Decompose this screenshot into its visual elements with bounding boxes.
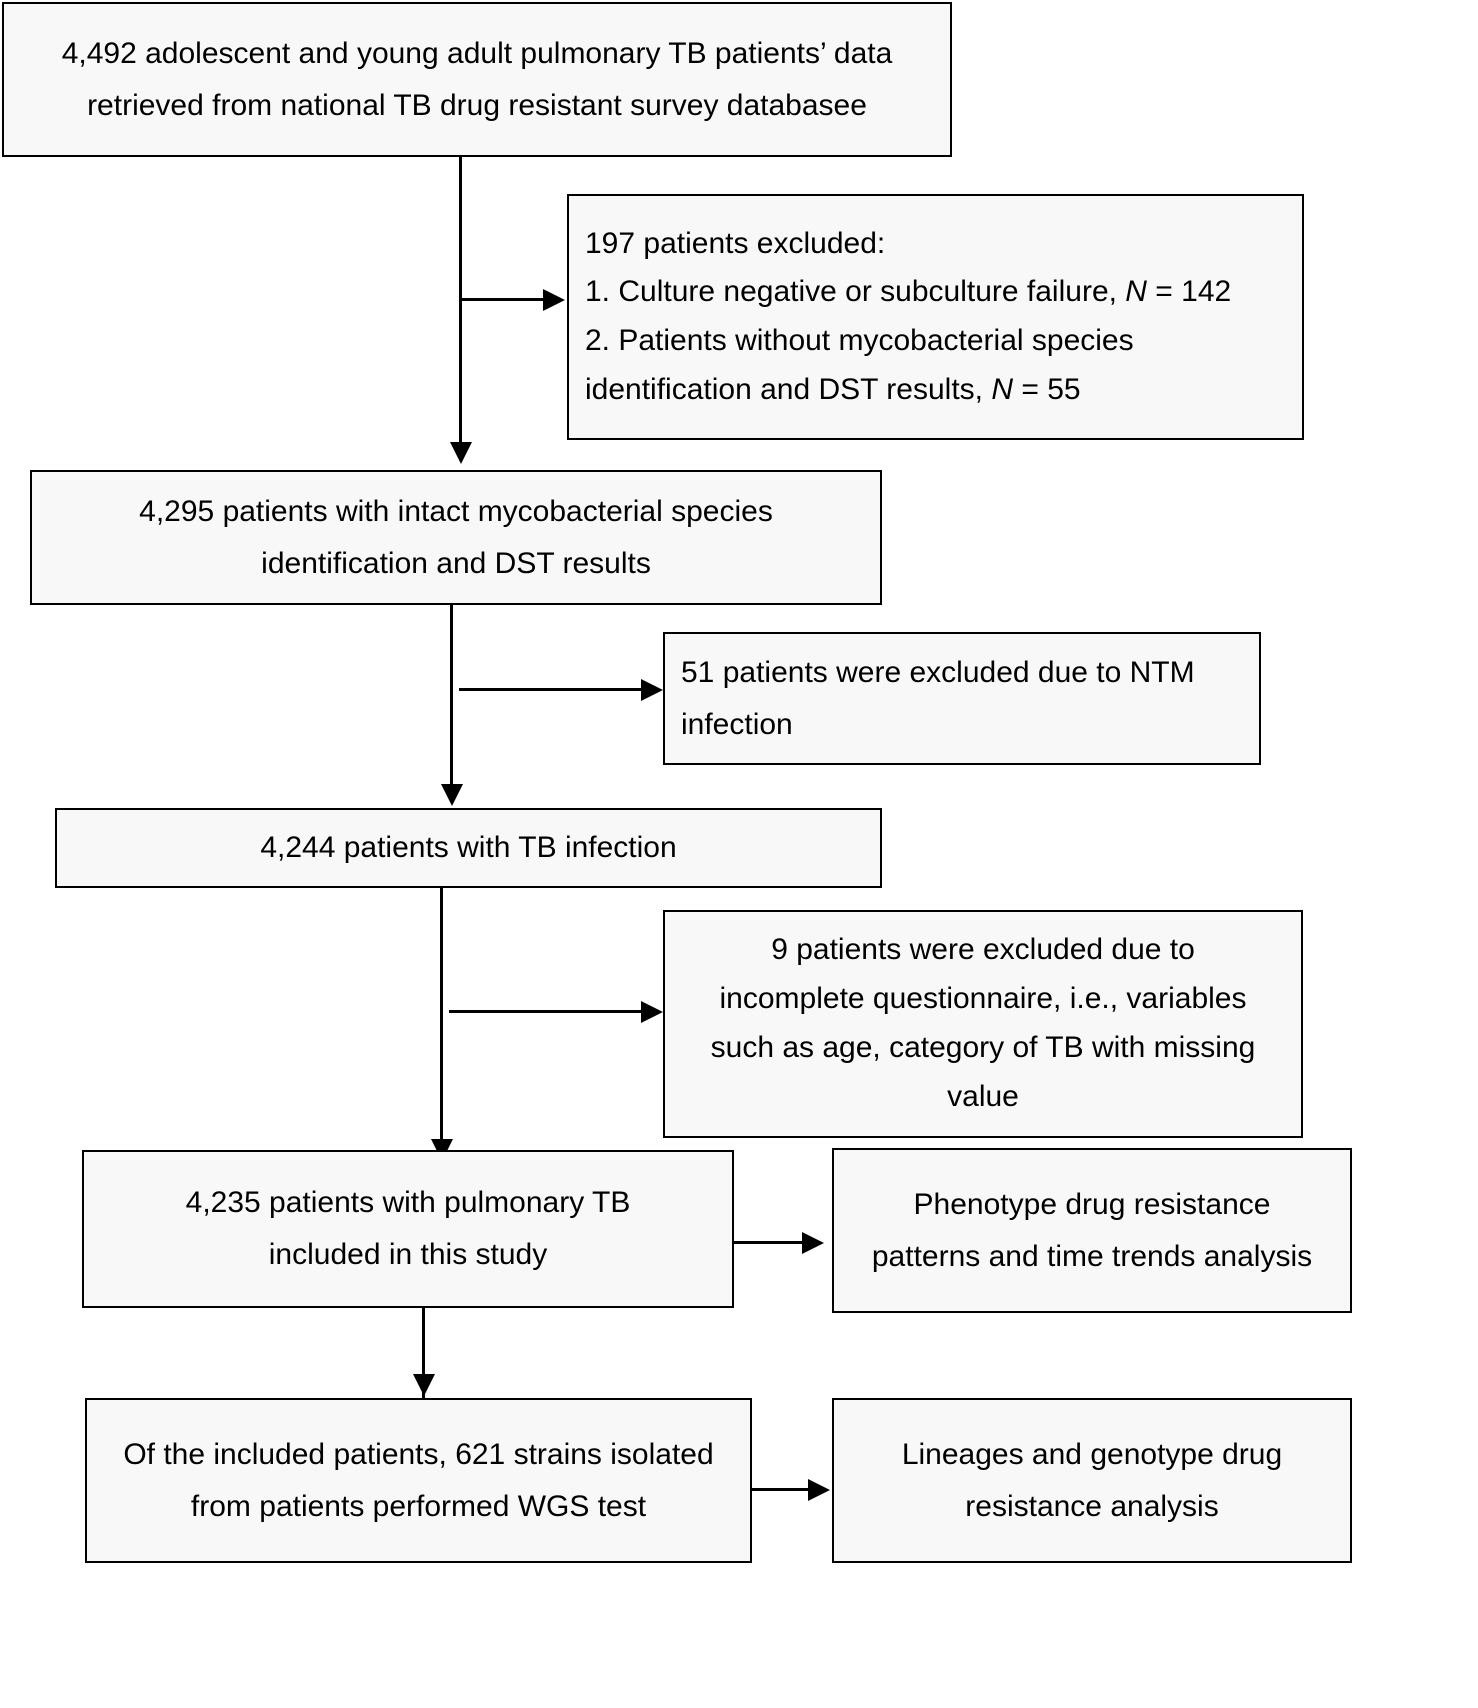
node-source-cohort-line-2: retrieved from national TB drug resistan… [87,88,867,122]
connector-to-excluded-197 [459,298,547,301]
node-phenotype-analysis-line-1: Phenotype drug resistance [913,1187,1271,1221]
node-intact-4295-line-2: identification and DST results [261,546,651,580]
node-tb-infection-4244-text: 4,244 patients with TB infection [73,822,864,874]
node-excluded-ntm: 51 patients were excluded due to NTM inf… [663,632,1261,765]
node-excluded-197-text: 197 patients excluded: 1. Culture negati… [585,220,1286,414]
connector-to-excluded-questionnaire [449,1010,645,1013]
connector-source-to-intact [459,157,462,453]
node-excluded-197-line-4-post: = 55 [1013,372,1081,406]
node-lineage-analysis-line-2: resistance analysis [965,1489,1219,1523]
node-intact-4295-line-1: 4,295 patients with intact mycobacterial… [139,494,773,528]
node-lineage-analysis-text: Lineages and genotype drug resistance an… [850,1429,1334,1532]
node-tb-infection-4244: 4,244 patients with TB infection [55,808,882,888]
node-excluded-197-line-1: 197 patients excluded: [585,226,886,260]
node-included-4235-line-1: 4,235 patients with pulmonary TB [185,1186,631,1220]
node-wgs-621: Of the included patients, 621 strains is… [85,1398,752,1563]
node-excluded-197-line-2: 1. Culture negative or subculture failur… [585,268,1286,317]
arrowhead-source-to-intact [450,442,472,464]
connector-to-excluded-ntm [459,688,645,691]
node-wgs-621-text: Of the included patients, 621 strains is… [103,1429,734,1532]
node-phenotype-analysis: Phenotype drug resistance patterns and t… [832,1148,1352,1313]
node-excluded-197-line-2-pre: 1. Culture negative or subculture failur… [585,275,1126,309]
node-excluded-ntm-line-2: infection [681,707,793,741]
connector-included-to-wgs [422,1308,425,1398]
node-lineage-analysis: Lineages and genotype drug resistance an… [832,1398,1352,1563]
arrowhead-to-excluded-ntm [641,679,663,701]
connector-to-lineage-analysis [752,1488,812,1491]
node-excluded-ntm-line-1: 51 patients were excluded due to NTM [681,655,1195,689]
node-excluded-197-line-3: 2. Patients without mycobacterial specie… [585,324,1134,357]
connector-to-phenotype-analysis [734,1241,806,1244]
node-excluded-questionnaire-line-3: such as age, category of TB with missing [710,1031,1256,1064]
node-excluded-questionnaire-text: 9 patients were excluded due to incomple… [681,926,1285,1122]
node-included-4235-line-2: included in this study [268,1238,548,1271]
node-lineage-analysis-line-1: Lineages and genotype drug [901,1437,1283,1471]
node-excluded-questionnaire-line-1: 9 patients were excluded due to [771,933,1195,967]
node-included-4235: 4,235 patients with pulmonary TB include… [82,1150,734,1308]
arrowhead-included-to-wgs [413,1374,435,1396]
node-excluded-197-line-2-post: = 142 [1146,275,1232,309]
node-source-cohort-line-1: 4,492 adolescent and young adult pulmona… [61,36,893,70]
connector-intact-to-tb [450,605,453,795]
node-excluded-197-line-2-var: N [1125,275,1147,309]
node-excluded-197-line-4-var: N [991,372,1013,406]
node-excluded-questionnaire-line-4: value [947,1079,1019,1113]
node-phenotype-analysis-text: Phenotype drug resistance patterns and t… [850,1179,1334,1282]
node-wgs-621-line-1: Of the included patients, 621 strains is… [123,1437,714,1471]
node-intact-4295-text: 4,295 patients with intact mycobacterial… [48,486,864,589]
node-excluded-197-line-4-pre: identification and DST results, [585,372,992,406]
arrowhead-to-phenotype-analysis [802,1232,824,1254]
node-excluded-ntm-text: 51 patients were excluded due to NTM inf… [681,647,1243,750]
node-excluded-questionnaire-line-2: incomplete questionnaire, i.e., variable… [719,982,1247,1016]
node-wgs-621-line-2: from patients performed WGS test [190,1489,647,1523]
node-excluded-questionnaire: 9 patients were excluded due to incomple… [663,910,1303,1138]
node-phenotype-analysis-line-2: patterns and time trends analysis [871,1239,1313,1273]
node-intact-4295: 4,295 patients with intact mycobacterial… [30,470,882,605]
node-tb-infection-4244-line-1: 4,244 patients with TB infection [260,831,677,865]
arrowhead-to-excluded-197 [543,289,565,311]
arrowhead-to-excluded-questionnaire [641,1001,663,1023]
node-excluded-197: 197 patients excluded: 1. Culture negati… [567,194,1304,440]
arrowhead-to-lineage-analysis [808,1479,830,1501]
node-excluded-197-line-4: identification and DST results, N = 55 [585,366,1286,415]
node-source-cohort-text: 4,492 adolescent and young adult pulmona… [20,28,934,131]
node-source-cohort: 4,492 adolescent and young adult pulmona… [2,2,952,157]
connector-tb-to-included [440,888,443,1150]
node-included-4235-text: 4,235 patients with pulmonary TB include… [100,1177,716,1280]
arrowhead-intact-to-tb [441,784,463,806]
